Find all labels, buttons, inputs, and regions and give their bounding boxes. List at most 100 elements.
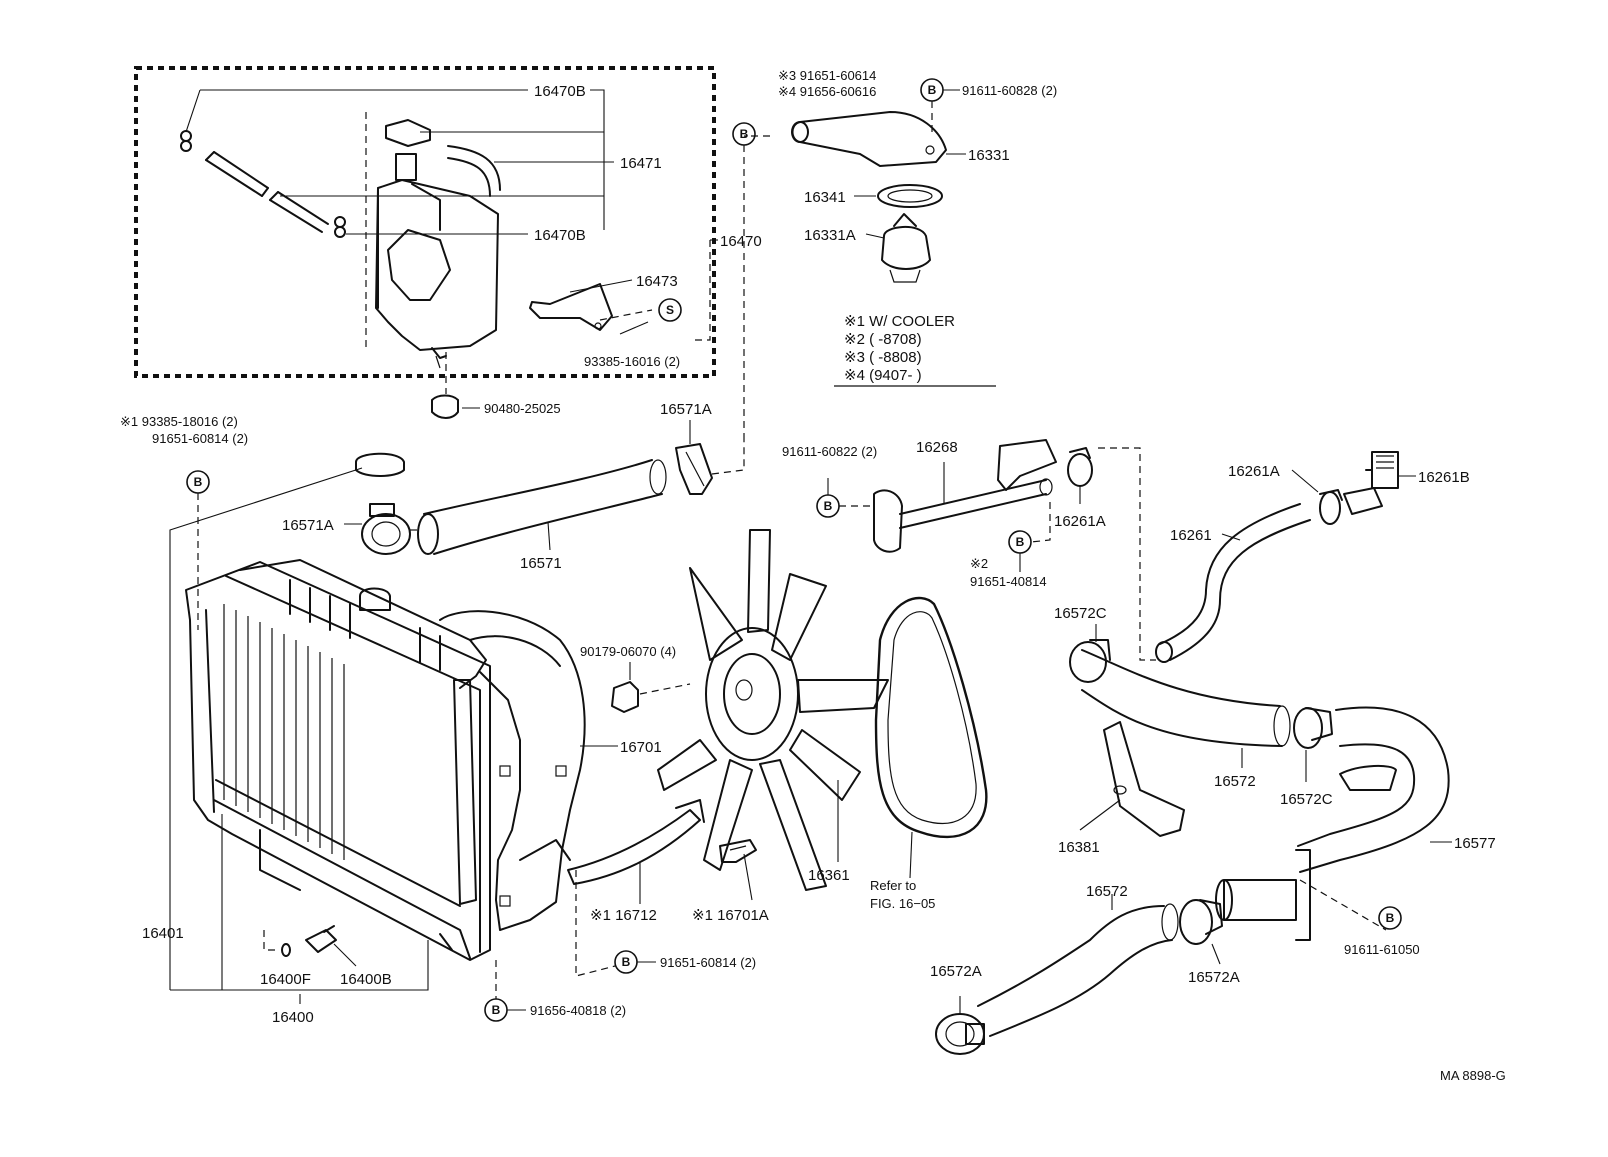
hose-clamp-16571A-left [361, 503, 411, 555]
reservoir-hose-upper [447, 145, 501, 197]
label-16471: 16471 [620, 155, 662, 172]
label-91611-60822: 91611-60822 (2) [782, 444, 877, 459]
label-16572A-left: 16572A [930, 963, 982, 980]
label-93385-16016: 93385-16016 (2) [584, 354, 680, 369]
heater-hose-16261 [1155, 503, 1311, 663]
label-16400B: 16400B [340, 971, 392, 988]
label-16701A: ※1 16701A [692, 907, 769, 924]
label-16572C-top: 16572C [1054, 605, 1107, 622]
bolt-b-symbol-pipe-lower [1378, 906, 1402, 930]
label-16261A-mid: 16261A [1054, 513, 1106, 530]
label-16361: 16361 [808, 867, 850, 884]
label-16473: 16473 [636, 273, 678, 290]
radiator-16401 [185, 559, 491, 961]
label-16572A-right: 16572A [1188, 969, 1240, 986]
reservoir-cap [385, 119, 431, 181]
fan-nut-90179 [611, 681, 639, 713]
label-90179-06070: 90179-06070 (4) [580, 644, 676, 659]
label-16571: 16571 [520, 555, 562, 572]
svg-text:B: B [928, 83, 937, 97]
label-refer-to: Refer to [870, 878, 916, 893]
bolt-s-letter: S [666, 303, 674, 317]
reservoir-bracket [529, 283, 613, 331]
svg-text:B: B [1016, 535, 1025, 549]
label-91651-60814-top: 91651-60814 (2) [152, 431, 248, 446]
label-note2: ※2 [970, 556, 988, 571]
thermostat-16331A [881, 213, 931, 283]
label-16571A-left: 16571A [282, 517, 334, 534]
label-91611-60828: 91611-60828 (2) [962, 83, 1057, 98]
label-16261: 16261 [1170, 527, 1212, 544]
label-16470: 16470 [720, 233, 762, 250]
label-91656-40818: 91656-40818 (2) [530, 1003, 626, 1018]
label-16571A-top: 16571A [660, 401, 712, 418]
diagram-id: MA 8898-G [1440, 1068, 1506, 1083]
label-91611-61050: 91611-61050 [1344, 942, 1420, 957]
grommet-90480 [431, 394, 459, 419]
reservoir-hose-left [205, 151, 329, 233]
upper-radiator-hose-16571 [417, 459, 667, 555]
fan-shroud-16701 [439, 610, 586, 931]
legend-4: ※4 (9407- ) [844, 367, 922, 384]
label-refer-fig: FIG. 16−05 [870, 896, 935, 911]
legend-3: ※3 ( -8808) [844, 349, 922, 366]
note-3-part: ※3 91651-60614 [778, 68, 876, 83]
label-16381: 16381 [1058, 839, 1100, 856]
label-16261B: 16261B [1418, 469, 1470, 486]
label-16331: 16331 [968, 147, 1010, 164]
reservoir-group-frame [134, 66, 716, 378]
label-16400F: 16400F [260, 971, 311, 988]
label-16577: 16577 [1454, 835, 1496, 852]
label-16400: 16400 [272, 1009, 314, 1026]
fan-16361 [657, 529, 889, 891]
legend-1: ※1 W/ COOLER [844, 313, 955, 330]
gasket-16341 [877, 184, 943, 208]
svg-text:B: B [492, 1003, 501, 1017]
svg-text:B: B [824, 499, 833, 513]
svg-text:B: B [194, 475, 203, 489]
svg-text:B: B [622, 955, 631, 969]
label-16572: 16572 [1214, 773, 1256, 790]
label-16572-low: 16572 [1086, 883, 1128, 900]
union-16261B [1343, 451, 1399, 515]
drain-plug-16400F [281, 943, 291, 957]
hose-clamp-16572C-top [1069, 639, 1111, 683]
reservoir-tank [375, 179, 499, 369]
lower-hose-16572-upper [1081, 649, 1291, 747]
bracket-16381 [1103, 721, 1185, 837]
hose-clamp-16572C-mid [1293, 707, 1333, 749]
temp-switch-16400B [305, 925, 337, 953]
hose-clamp-16261A-mid [1067, 447, 1093, 487]
water-pipe-16577 [1215, 706, 1450, 941]
label-93385-18016: ※1 93385-18016 (2) [120, 414, 238, 429]
label-16331A: 16331A [804, 227, 856, 244]
label-16701: 16701 [620, 739, 662, 756]
label-16712: ※1 16712 [590, 907, 657, 924]
label-16341: 16341 [804, 189, 846, 206]
label-16268: 16268 [916, 439, 958, 456]
lower-hose-16572-bottom [977, 903, 1179, 1037]
label-16470B-top: 16470B [534, 83, 586, 100]
legend-2: ※2 ( -8708) [844, 331, 922, 348]
radiator-cap [355, 452, 405, 477]
clip-16701A [719, 839, 757, 863]
label-16261A-top: 16261A [1228, 463, 1280, 480]
hose-clamp-16261A-top [1319, 489, 1343, 525]
hose-clamp-16572A-right [1179, 899, 1223, 945]
label-90480-25025: 90480-25025 [484, 401, 561, 416]
shroud-lower-16712 [567, 799, 705, 885]
svg-text:B: B [740, 127, 749, 141]
legend-notes: ※1 W/ COOLER ※2 ( -8708) ※3 ( -8808) ※4 … [834, 313, 996, 387]
bypass-pipe-16268 [873, 439, 1057, 553]
label-16572C-mid: 16572C [1280, 791, 1333, 808]
bolt-s-symbol [658, 298, 682, 322]
hose-clamp-16571A-top [675, 443, 713, 495]
label-16470B-bottom: 16470B [534, 227, 586, 244]
svg-text:B: B [1386, 911, 1395, 925]
fan-belt [874, 596, 988, 839]
label-91651-60814-bottom: 91651-60814 (2) [660, 955, 756, 970]
label-16401: 16401 [142, 925, 184, 942]
note-4-part: ※4 91656-60616 [778, 84, 876, 99]
